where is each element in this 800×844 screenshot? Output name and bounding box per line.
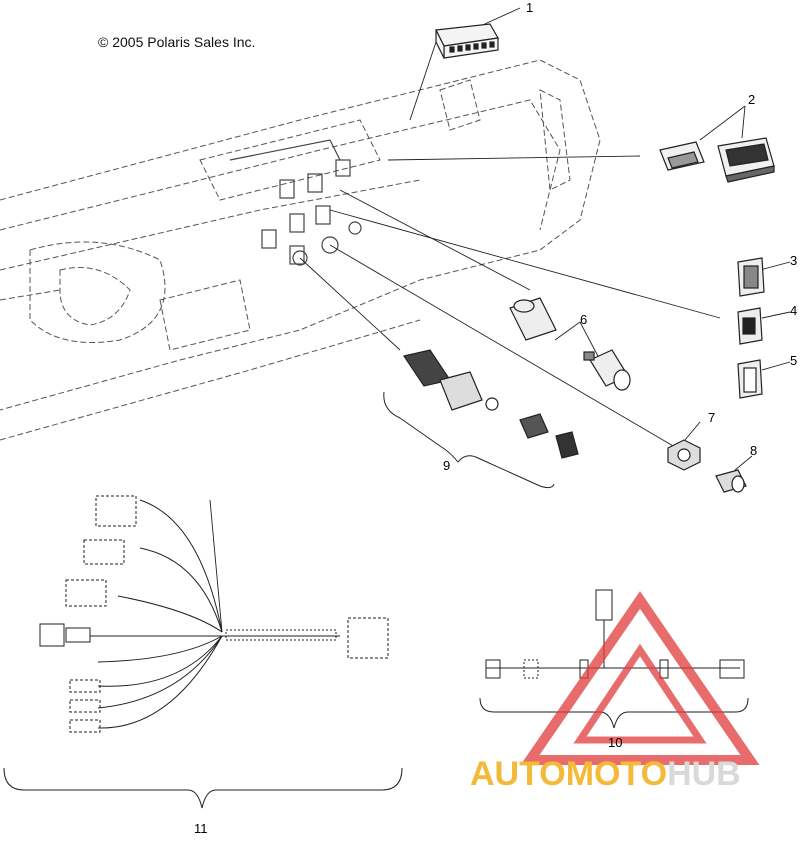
- callout-5: 5: [790, 353, 798, 368]
- leader-lines: [209, 7, 791, 633]
- callout-6: 6: [580, 312, 588, 327]
- watermark-part2: HUB: [667, 755, 741, 793]
- part-9-key-switch: [403, 349, 579, 459]
- dash-cutouts: [229, 139, 362, 266]
- copyright-notice: © 2005 Polaris Sales Inc.: [98, 34, 256, 50]
- part-8-plug: [715, 469, 747, 493]
- part-2-bezel: [659, 137, 775, 183]
- callout-1: 1: [526, 0, 534, 15]
- part-1-connector: [435, 23, 499, 59]
- group-brackets: [3, 391, 749, 809]
- wiring-harness: [39, 495, 389, 733]
- watermark-text: AUTOMOTOHUB: [470, 755, 741, 794]
- callout-11: 11: [194, 821, 208, 836]
- part-3-switch: [737, 257, 765, 297]
- dashboard-outline: [0, 59, 601, 441]
- callout-8: 8: [750, 443, 758, 458]
- harness-10: [485, 589, 745, 679]
- callout-2: 2: [748, 92, 756, 107]
- part-4-switch: [737, 307, 763, 345]
- callout-4: 4: [790, 303, 798, 318]
- watermark-logo: [520, 591, 760, 765]
- part-5-blank: [737, 359, 763, 399]
- part-6-power-socket: [509, 297, 631, 391]
- callout-9: 9: [443, 458, 451, 473]
- watermark-part1: AUTOMOTO: [470, 755, 668, 793]
- callout-7: 7: [708, 410, 716, 425]
- callout-10: 10: [608, 735, 623, 750]
- part-7-grommet: [667, 439, 701, 471]
- callout-3: 3: [790, 253, 798, 268]
